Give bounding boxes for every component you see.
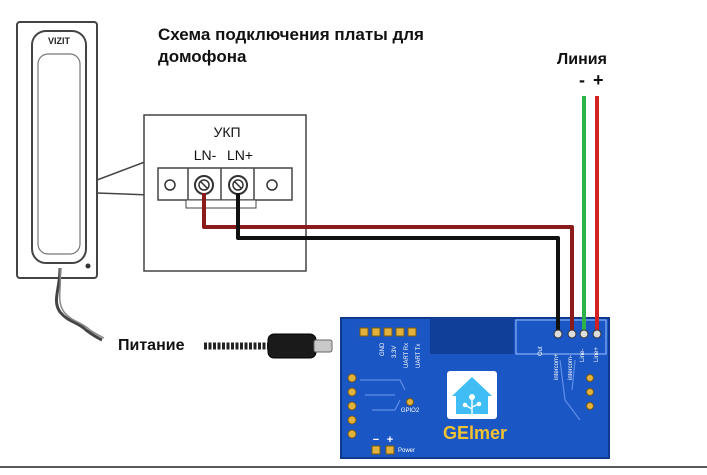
screw-ln-plus — [228, 175, 248, 195]
title-line-1: Схема подключения платы для — [158, 25, 424, 44]
pin-label-3v3: 3.3V — [392, 346, 398, 358]
handset-receiver-inner — [37, 53, 81, 255]
ukp-label: УКП — [213, 124, 240, 140]
pin-label-line-plus: Line+ — [594, 347, 600, 362]
power-pin-minus-label: − — [373, 434, 379, 446]
usb-plug-body — [267, 333, 317, 359]
ukp-box: УКП LN- LN+ — [143, 114, 307, 272]
line-label: Линия — [557, 51, 607, 68]
wire-ln-plus-to-intercom-plus — [236, 193, 560, 332]
line-minus-label: - — [579, 70, 585, 90]
pin-label-gpio2: GPIO2 — [401, 408, 420, 414]
header-pins — [359, 327, 417, 337]
title-line-2: домофона — [158, 47, 247, 66]
pin-label-uart-rx: UART Rx — [404, 343, 410, 368]
line-plus-label: + — [593, 70, 604, 90]
terminal-mount-hole-right — [266, 179, 278, 191]
callout-line-bottom — [96, 192, 151, 196]
terminal-label-ln-plus: LN+ — [227, 147, 253, 163]
pin-label-intercom-minus: intercom- — [568, 355, 574, 380]
callout-line-top — [96, 159, 151, 181]
pin-label-line-minus: Line- — [580, 349, 586, 362]
gpio2-pad — [406, 398, 414, 406]
power-pin-plus — [385, 445, 395, 455]
pin-label-uart-tx: UART Tx — [416, 344, 422, 368]
power-label: Питание — [118, 337, 185, 354]
terminal-label-ln-minus: LN- — [194, 147, 217, 163]
handset-brand-logo: VIZIT — [48, 36, 71, 46]
pin-label-out: Out — [538, 346, 544, 356]
usb-plug-connector — [313, 339, 333, 353]
board-module-area — [430, 318, 514, 354]
pin-label-intercom-plus: intercom+ — [554, 353, 560, 380]
pin-label-gnd: GND — [380, 342, 386, 356]
power-pin-minus — [371, 445, 381, 455]
side-pads — [347, 373, 594, 439]
wire-ln-minus-to-intercom-minus — [202, 193, 574, 332]
handset-logo-plate — [44, 35, 74, 45]
handset-unit: VIZIT — [16, 21, 151, 342]
terminal-mount-hole-left — [164, 179, 176, 191]
handset-coiled-cord — [54, 267, 105, 342]
handset-receiver — [31, 30, 87, 264]
power-pin-plus-label: + — [387, 434, 393, 446]
board-brand: GElmer — [443, 423, 507, 443]
terminal-base-plate — [185, 199, 257, 209]
board-wire-terminals — [553, 329, 602, 339]
handset-indicator-led — [85, 263, 91, 269]
screw-ln-minus — [194, 175, 214, 195]
usb-power-cable — [204, 333, 333, 359]
home-assistant-logo — [447, 371, 497, 419]
pin-label-power: Power — [398, 448, 415, 454]
gelmer-board: GND 3.3V UART Rx UART Tx GPIO2 Out inter… — [340, 317, 610, 459]
board-traces — [360, 359, 581, 421]
